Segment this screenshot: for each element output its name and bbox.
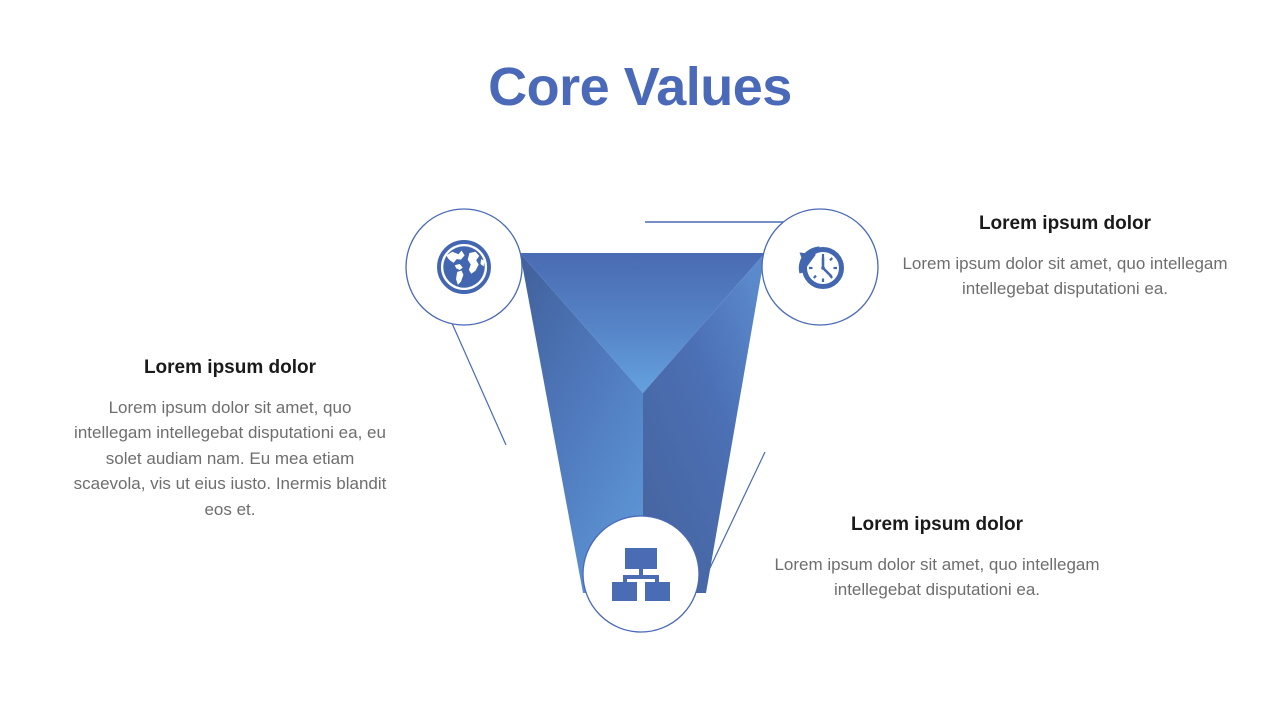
node-clock-circle — [761, 208, 879, 326]
clock-history-icon — [798, 246, 844, 289]
connector-left — [446, 311, 507, 446]
info-block-right-top-body: Lorem ipsum dolor sit amet, quo intelleg… — [902, 253, 1228, 299]
pyramid-shape — [520, 253, 765, 593]
info-block-right-top: Lorem ipsum dolor Lorem ipsum dolor sit … — [900, 212, 1230, 302]
info-block-left-body: Lorem ipsum dolor sit amet, quo intelleg… — [73, 397, 387, 519]
globe-icon — [437, 240, 491, 294]
pyramid-facet-top — [520, 253, 765, 393]
info-block-right-top-heading: Lorem ipsum dolor — [978, 213, 1152, 234]
info-block-right-bottom: Lorem ipsum dolor Lorem ipsum dolor sit … — [772, 513, 1102, 603]
pyramid-facet-left — [520, 253, 643, 593]
info-block-right-bottom-heading: Lorem ipsum dolor — [850, 514, 1024, 535]
page-title: Core Values — [488, 57, 792, 117]
connector-bottom-right — [699, 451, 766, 590]
core-values-diagram — [370, 185, 910, 655]
node-globe[interactable] — [405, 208, 523, 326]
node-clock[interactable] — [761, 208, 879, 326]
hierarchy-icon — [612, 548, 670, 601]
node-hierarchy[interactable] — [582, 515, 700, 633]
info-block-right-bottom-body: Lorem ipsum dolor sit amet, quo intelleg… — [774, 554, 1100, 600]
info-block-left: Lorem ipsum dolor Lorem ipsum dolor sit … — [70, 356, 390, 522]
info-block-left-heading: Lorem ipsum dolor — [143, 357, 317, 378]
pyramid-facet-right — [643, 253, 765, 593]
